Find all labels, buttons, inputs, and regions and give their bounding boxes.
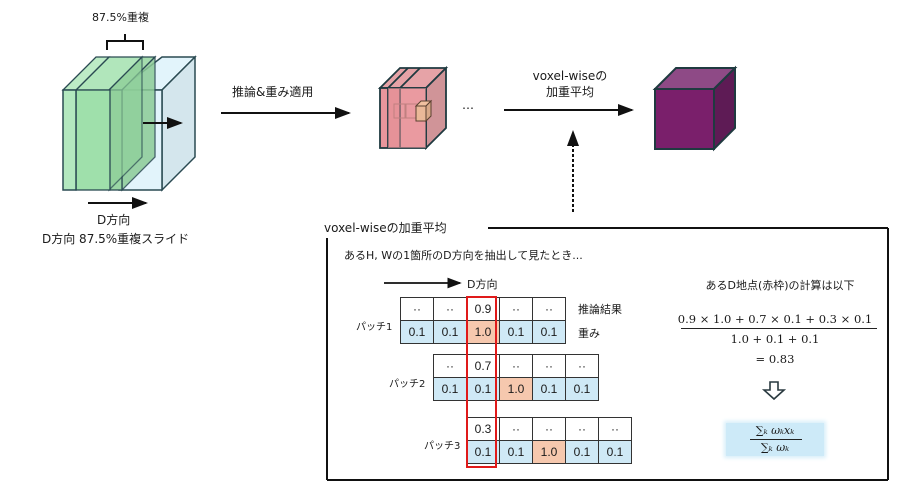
- weight-cell: 0.1: [532, 320, 566, 344]
- weight-cell: 0.1: [565, 377, 599, 401]
- inference-label: 推論&重み適用: [232, 85, 314, 99]
- general-fraction-line: [750, 439, 802, 440]
- result-cell: ··: [565, 354, 599, 378]
- general-numerator: ∑ₖ ωₖxₖ: [755, 424, 795, 437]
- result-cell: ··: [499, 417, 533, 441]
- weight-row-label: 重み: [578, 327, 600, 340]
- overlap-bracket: [106, 34, 144, 50]
- result-row-label: 推論結果: [578, 303, 622, 316]
- patch-slab-1: [61, 56, 111, 191]
- weight-cell: 0.1: [565, 440, 599, 464]
- weight-cell: 0.1: [532, 377, 566, 401]
- ellipsis: …: [462, 98, 476, 112]
- result-cell: ··: [499, 297, 533, 321]
- voxel-cube: [414, 99, 433, 123]
- weight-cell: 0.1: [499, 320, 533, 344]
- result-cell: ··: [433, 354, 467, 378]
- overlap-label: 87.5%重複: [92, 11, 149, 24]
- result-cell: ··: [565, 417, 599, 441]
- calc-numerator: 0.9 × 1.0 + 0.7 × 0.1 + 0.3 × 0.1: [677, 312, 873, 326]
- weight-cell: 0.1: [499, 440, 533, 464]
- panel-title: voxel-wiseの加重平均: [324, 221, 447, 235]
- weight-cell: 1.0: [532, 440, 566, 464]
- weight-cell: 1.0: [499, 377, 533, 401]
- calc-denominator: 1.0 + 0.1 + 0.1: [730, 332, 820, 346]
- weight-cell: 0.1: [433, 320, 467, 344]
- patch-label: パッチ2: [389, 379, 426, 390]
- d-direction-label: D方向: [97, 213, 131, 227]
- panel-d-direction-label: D方向: [467, 278, 498, 291]
- panel-intro: あるH, Wの1箇所のD方向を抽出して見たとき...: [344, 249, 583, 262]
- calc-title: あるD地点(赤枠)の計算は以下: [705, 279, 855, 292]
- result-cell: ··: [400, 297, 434, 321]
- calc-fraction-line: [681, 328, 877, 329]
- patch-label: パッチ1: [356, 322, 393, 333]
- result-cell: 0.7: [466, 354, 500, 378]
- weighted-average-label-line2: 加重平均: [545, 85, 594, 99]
- weight-cell: 0.1: [433, 377, 467, 401]
- weighted-patches-cube: [377, 65, 449, 151]
- output-volume-cube: [652, 65, 738, 152]
- result-cell: ··: [532, 297, 566, 321]
- result-cell: ··: [433, 297, 467, 321]
- patch-slab-2: [74, 55, 144, 192]
- result-cell: ··: [532, 354, 566, 378]
- panel-frame: [326, 227, 889, 481]
- general-denominator: ∑ₖ ωₖ: [760, 441, 790, 454]
- result-cell: ··: [499, 354, 533, 378]
- weight-cell: 0.1: [598, 440, 632, 464]
- general-formula-box: ∑ₖ ωₖxₖ ∑ₖ ωₖ: [726, 423, 824, 456]
- result-cell: ··: [598, 417, 632, 441]
- calc-result: = 0.83: [755, 352, 795, 366]
- weight-cell: 0.1: [400, 320, 434, 344]
- slide-caption: D方向 87.5%重複スライド: [42, 232, 190, 246]
- highlight-column-frame: [466, 296, 497, 468]
- result-cell: ··: [532, 417, 566, 441]
- patch-label: パッチ3: [424, 441, 461, 452]
- weighted-average-label-line1: voxel-wiseの: [532, 69, 608, 83]
- down-arrow-icon: [761, 381, 787, 401]
